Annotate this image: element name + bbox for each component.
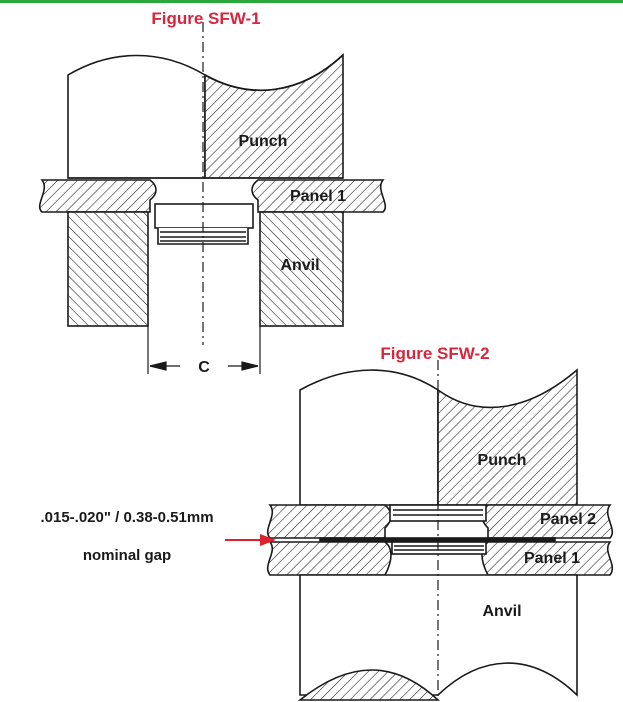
panel1b-left [266, 541, 392, 576]
anvil-right [259, 211, 344, 327]
gap-arrow [225, 534, 276, 546]
figure2-punch-label: Punch [478, 452, 527, 469]
figure-sfw-1 [38, 22, 387, 374]
punch-body [67, 54, 206, 179]
punch-break-section [204, 53, 344, 179]
anvil2-break-section [297, 669, 441, 701]
punch2-body [299, 369, 439, 506]
fastener [154, 203, 254, 245]
accent-bar [0, 0, 623, 3]
dimension-c-label: C [198, 359, 210, 376]
figure1-anvil-label: Anvil [280, 257, 319, 274]
dimension-c [147, 326, 261, 374]
punch2-break-section [437, 368, 578, 506]
figure2-title: Figure SFW-2 [380, 344, 489, 363]
anvil-left [67, 211, 149, 327]
figure2-panel2-label: Panel 2 [540, 511, 596, 528]
figure2-anvil-label: Anvil [482, 603, 521, 620]
figure1-title: Figure SFW-1 [151, 9, 260, 28]
figure1-panel1-label: Panel 1 [290, 188, 346, 205]
figure1-punch-label: Punch [239, 133, 288, 150]
panel1-left [38, 179, 157, 213]
figure2-panel1-label: Panel 1 [524, 550, 580, 567]
panel2-left [266, 504, 392, 539]
gap-callout-line2: nominal gap [83, 547, 171, 564]
gap-callout-line1: .015-.020" / 0.38-0.51mm [40, 509, 213, 526]
figure-sfw-2 [225, 360, 614, 701]
